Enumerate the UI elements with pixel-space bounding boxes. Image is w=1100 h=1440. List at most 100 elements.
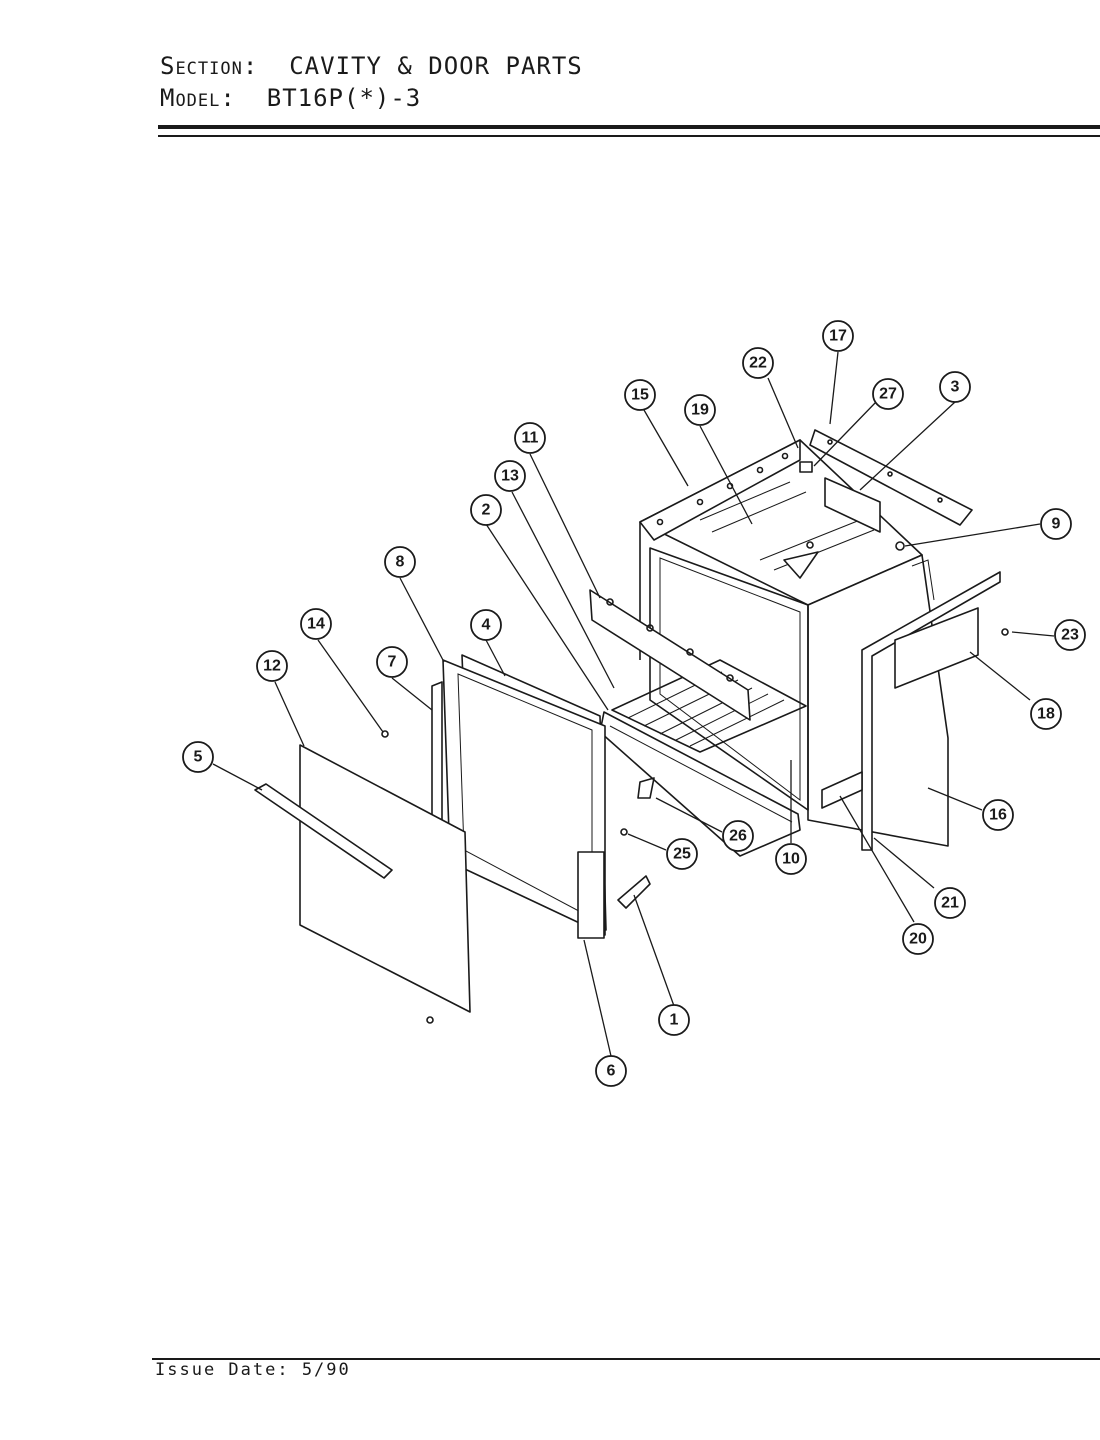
callout-25-label: 25: [673, 846, 691, 863]
leader-6: [583, 939, 612, 1057]
callout-9-label: 9: [1052, 516, 1061, 533]
callout-14: 14: [300, 608, 332, 640]
leader-18: [969, 651, 1031, 701]
rail-slot-2: [646, 624, 654, 632]
leader-26: [655, 797, 723, 833]
leader-14: [317, 639, 384, 733]
leader-16: [927, 787, 983, 811]
callout-6-label: 6: [607, 1063, 616, 1080]
callout-15: 15: [624, 379, 656, 411]
leader-3: [859, 401, 956, 491]
model-line: Model: BT16P(*)-3: [160, 82, 583, 114]
callout-1-label: 1: [670, 1012, 679, 1029]
leader-5: [212, 763, 263, 791]
cavity-hole-5: [781, 452, 789, 460]
support-rail-11: [589, 589, 751, 721]
callout-2-label: 2: [482, 502, 491, 519]
hinge-clip-26: [637, 777, 655, 799]
footer-rule: [152, 1358, 1100, 1360]
clip-27: [799, 461, 813, 473]
door-frame-8: [442, 659, 606, 936]
callout-3-label: 3: [951, 379, 960, 396]
door-handle-5: [254, 783, 393, 879]
callout-4: 4: [470, 609, 502, 641]
callout-19-label: 19: [691, 402, 709, 419]
callout-25: 25: [666, 838, 698, 870]
leader-lines: [212, 351, 1055, 1057]
callout-22: 22: [742, 347, 774, 379]
leader-11: [529, 453, 601, 599]
leader-23: [1011, 631, 1055, 637]
callout-10: 10: [775, 843, 807, 875]
screw-25: [620, 828, 628, 836]
header-rule-thin: [158, 135, 1100, 137]
rack-wires: [627, 671, 785, 747]
callout-5-label: 5: [194, 749, 203, 766]
callout-21-label: 21: [941, 895, 959, 912]
leader-25: [627, 833, 667, 851]
callout-7-label: 7: [388, 654, 397, 671]
callout-20: 20: [902, 923, 934, 955]
leader-7: [391, 677, 433, 711]
cavity-hole-4: [756, 466, 764, 474]
issue-date: Issue Date: 5/90: [155, 1360, 351, 1380]
callout-18: 18: [1030, 698, 1062, 730]
rail-hole-2: [887, 471, 893, 477]
door-frame-assembly: [431, 654, 655, 939]
callout-19: 19: [684, 394, 716, 426]
rail-slot-3: [686, 648, 694, 656]
top-screw: [806, 541, 814, 549]
leader-20: [839, 795, 915, 923]
outer-door-panel-12: [299, 744, 471, 1013]
callout-11-label: 11: [522, 430, 539, 447]
leader-2: [485, 523, 609, 711]
leader-12: [274, 681, 305, 747]
leader-13: [511, 491, 615, 689]
cavity-hole-2: [696, 498, 704, 506]
leader-17: [829, 351, 839, 425]
callout-1: 1: [658, 1004, 690, 1036]
callout-27-label: 27: [879, 386, 897, 403]
callout-26: 26: [722, 820, 754, 852]
leader-1: [633, 894, 675, 1007]
header-rule-thick: [158, 125, 1100, 129]
leader-15: [643, 409, 689, 487]
callout-16-label: 16: [989, 807, 1007, 824]
callout-13-label: 13: [501, 468, 519, 485]
callout-8: 8: [384, 546, 416, 578]
cavity-back-left-side: [639, 439, 801, 541]
callout-10-label: 10: [782, 851, 800, 868]
callout-8-label: 8: [396, 554, 405, 571]
callout-14-label: 14: [307, 616, 325, 633]
leader-22: [767, 377, 799, 449]
callout-17: 17: [822, 320, 854, 352]
cavity-hole-1: [656, 518, 664, 526]
callout-2: 2: [470, 494, 502, 526]
top-emboss-1: [699, 481, 807, 533]
callout-18-label: 18: [1037, 706, 1055, 723]
side-panel-18: [894, 607, 979, 689]
leader-21: [873, 837, 935, 889]
callout-11: 11: [514, 422, 546, 454]
callout-17-label: 17: [829, 328, 847, 345]
hinge-6: [577, 851, 605, 939]
vent-bracket: [824, 477, 881, 533]
hinge-1: [617, 875, 651, 909]
pan-slots: [609, 725, 793, 823]
model-value: BT16P(*)-3: [266, 84, 422, 112]
callout-12: 12: [256, 650, 288, 682]
rail-slot-4: [726, 674, 734, 682]
page-header: Section: CAVITY & DOOR PARTS Model: BT16…: [160, 50, 583, 114]
outer-door-assembly: [254, 730, 471, 1024]
leader-27: [813, 401, 877, 467]
leader-9: [904, 523, 1041, 547]
screw-9: [895, 541, 905, 551]
callout-23: 23: [1054, 619, 1086, 651]
rail-slot-1: [606, 598, 614, 606]
rail-hole-1: [827, 439, 833, 445]
leader-19: [699, 425, 753, 525]
callout-7: 7: [376, 646, 408, 678]
side-panel-assembly: [821, 571, 1009, 851]
rail-hole-3: [937, 497, 943, 503]
